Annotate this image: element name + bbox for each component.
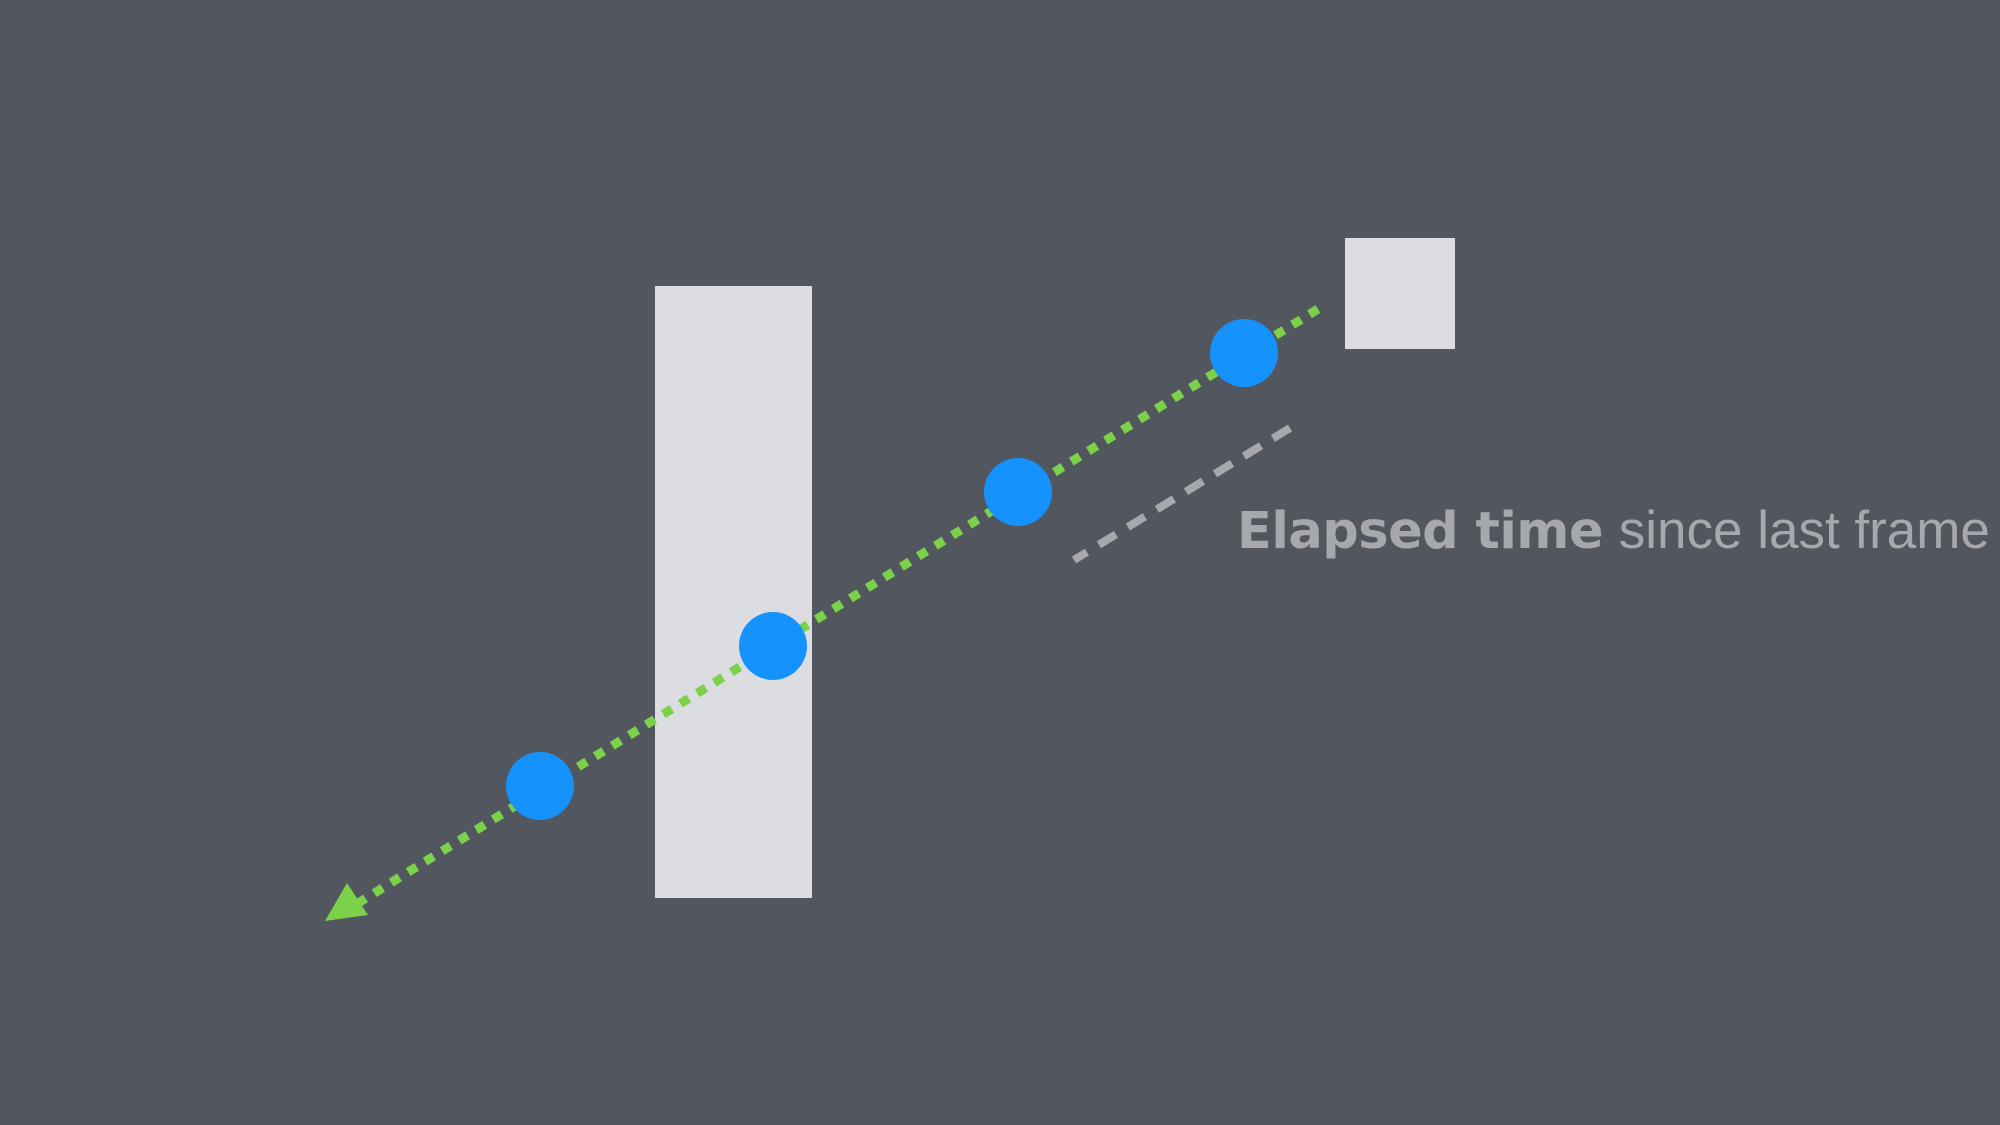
elapsed-time-caption: Elapsed time since last frame	[1237, 500, 1990, 561]
ball-position-3	[739, 612, 807, 680]
target-box	[1345, 238, 1455, 349]
caption-regular: since last frame	[1618, 501, 1990, 560]
ball-position-2	[984, 458, 1052, 526]
ball-position-4	[506, 752, 574, 820]
elapsed-time-line	[1071, 424, 1293, 564]
caption-bold: Elapsed time	[1237, 502, 1604, 561]
trajectory-arrowhead	[325, 883, 368, 921]
ball-position-1	[1210, 319, 1278, 387]
wall-rectangle	[655, 286, 812, 898]
trajectory-line	[352, 305, 1321, 909]
